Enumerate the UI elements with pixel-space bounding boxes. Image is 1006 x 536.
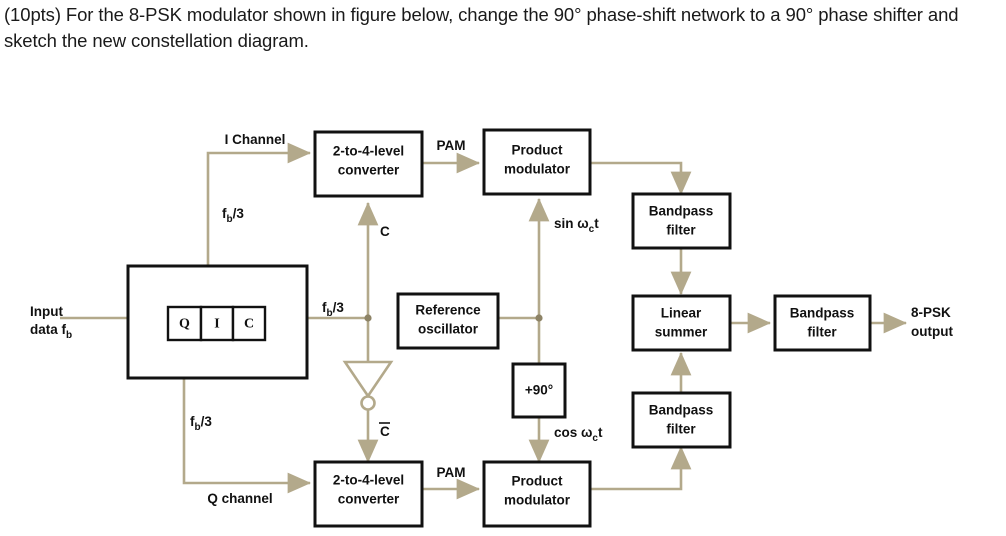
i-product-modulator-line2: modulator: [504, 162, 571, 177]
bpf-top-line2: filter: [666, 223, 696, 238]
block-i-product-modulator[interactable]: Product modulator: [482, 128, 592, 196]
i-converter-line1: 2-to-4-level: [333, 144, 404, 159]
wire-q-channel: [182, 340, 312, 494]
wire-i-mod-to-bpf: [590, 161, 692, 196]
wire-layer: [60, 142, 908, 500]
junction-dot-c: [364, 314, 372, 322]
bpf-output-line2: filter: [807, 325, 837, 340]
bpf-top-line1: Bandpass: [649, 204, 714, 219]
i-product-modulator-line1: Product: [511, 143, 563, 158]
reference-oscillator-line1: Reference: [415, 303, 481, 318]
cell-c-box[interactable]: [231, 305, 267, 342]
rate-label-i: fb/3: [222, 206, 244, 225]
pam-bottom-label: PAM: [437, 465, 466, 480]
block-diagram-figure: Q I C 2-to-4-level converter 2-to-4-leve…: [0, 100, 1006, 536]
block-q-converter[interactable]: 2-to-4-level converter: [313, 460, 424, 528]
i-channel-label: I Channel: [225, 132, 286, 147]
inverter-bubble-icon: [360, 395, 376, 411]
bpf-output-line1: Bandpass: [790, 306, 855, 321]
pam-top-label: PAM: [437, 138, 466, 153]
bpf-bottom-line2: filter: [666, 422, 696, 437]
q-channel-label: Q channel: [207, 491, 272, 506]
i-converter-line2: converter: [338, 163, 400, 178]
output-label-line2: output: [911, 324, 953, 339]
linear-summer-line2: summer: [655, 325, 708, 340]
block-q-product-modulator[interactable]: Product modulator: [482, 460, 592, 528]
block-bandpass-filter-output[interactable]: Bandpass filter: [773, 294, 872, 352]
rate-label-q: fb/3: [190, 414, 212, 433]
cell-i-label: I: [214, 317, 219, 332]
block-bandpass-filter-bottom[interactable]: Bandpass filter: [631, 391, 732, 449]
input-label-line2-sub: b: [66, 330, 72, 341]
rate-label-c: fb/3: [322, 300, 344, 319]
cell-q-box[interactable]: [166, 305, 203, 342]
input-label-line1: Input: [30, 304, 63, 319]
cell-q-label: Q: [179, 317, 190, 332]
junction-dot-osc: [535, 314, 543, 322]
wire-q-mod-to-bpf: [590, 445, 692, 491]
q-product-modulator-line1: Product: [511, 474, 563, 489]
block-reference-oscillator[interactable]: Reference oscillator: [396, 292, 500, 350]
block-i-converter[interactable]: 2-to-4-level converter: [313, 130, 424, 198]
q-product-modulator-line2: modulator: [504, 493, 571, 508]
q-converter-line1: 2-to-4-level: [333, 473, 404, 488]
wire-i-channel: [206, 142, 312, 307]
reference-oscillator-line2: oscillator: [418, 322, 479, 337]
cos-carrier-label: cos ωct: [554, 425, 603, 444]
c-bar-signal-label: C: [379, 422, 390, 439]
c-signal-label: C: [380, 224, 390, 239]
question-text: (10pts) For the 8-PSK modulator shown in…: [4, 2, 1002, 55]
svg-text:data fb: data fb: [30, 322, 72, 341]
inverter-triangle-icon: [342, 360, 394, 399]
q-converter-line2: converter: [338, 492, 400, 507]
cell-i-box[interactable]: [199, 305, 235, 342]
linear-summer-line1: Linear: [661, 306, 702, 321]
c-bar-text: C: [380, 424, 390, 439]
cell-c-label: C: [244, 317, 254, 332]
output-label-line1: 8-PSK: [911, 305, 951, 320]
bpf-bottom-line1: Bandpass: [649, 403, 714, 418]
block-phase-shifter[interactable]: +90°: [511, 362, 567, 419]
input-label-line2-text: data f: [30, 322, 67, 337]
block-serial-converter[interactable]: Q I C: [126, 264, 309, 380]
block-bandpass-filter-top[interactable]: Bandpass filter: [631, 192, 732, 250]
question-prompt: (10pts) For the 8-PSK modulator shown in…: [4, 4, 959, 52]
block-linear-summer[interactable]: Linear summer: [631, 294, 732, 352]
input-label-line2: data fb: [30, 322, 72, 341]
phase-shifter-label: +90°: [525, 383, 553, 398]
sin-carrier-label: sin ωct: [554, 216, 599, 235]
